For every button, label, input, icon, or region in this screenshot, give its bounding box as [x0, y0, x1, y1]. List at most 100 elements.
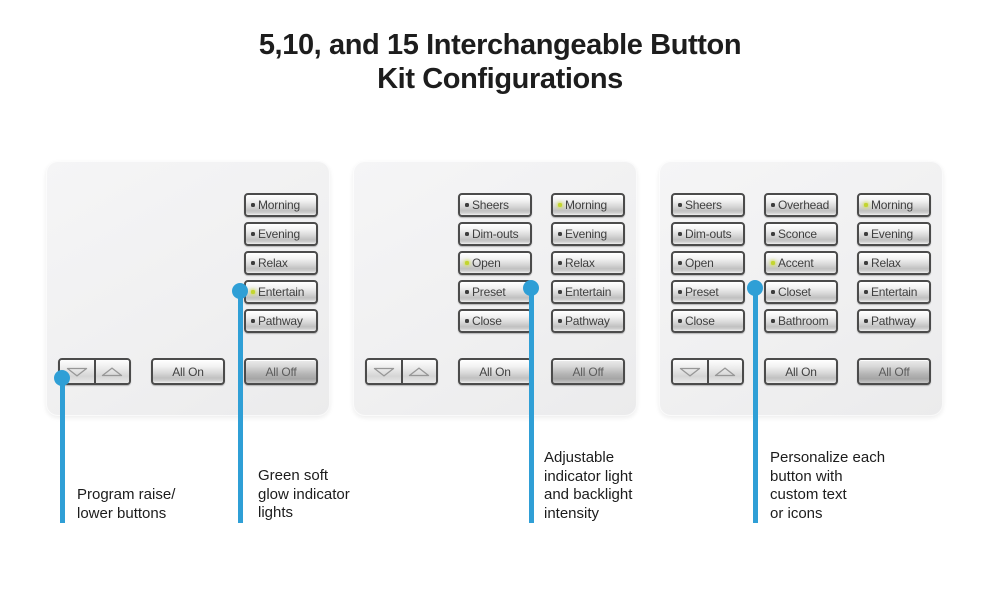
all-on-button[interactable]: All On	[151, 358, 225, 385]
scene-button-sheers[interactable]: Sheers	[458, 193, 532, 217]
raise-button[interactable]	[95, 360, 129, 383]
callout-label-line: custom text	[770, 486, 847, 503]
callout-label-line: Adjustable	[544, 449, 615, 466]
indicator-light	[465, 203, 469, 207]
button-label: Evening	[565, 227, 607, 241]
scene-button-dim-outs[interactable]: Dim-outs	[458, 222, 532, 246]
all-on-button[interactable]: All On	[764, 358, 838, 385]
all-on-button[interactable]: All On	[458, 358, 532, 385]
button-label: Accent	[778, 256, 814, 270]
scene-button-closet[interactable]: Closet	[764, 280, 838, 304]
indicator-light	[465, 319, 469, 323]
all-off-button[interactable]: All Off	[244, 358, 318, 385]
callout-line-personalize	[753, 288, 758, 523]
scene-button-evening[interactable]: Evening	[551, 222, 625, 246]
callout-label-line: or icons	[770, 504, 823, 522]
scene-button-dim-outs[interactable]: Dim-outs	[671, 222, 745, 246]
button-label: Overhead	[778, 198, 830, 212]
callout-label-line: button with	[770, 467, 843, 485]
scene-button-morning[interactable]: Morning	[857, 193, 931, 217]
scene-button-relax[interactable]: Relax	[857, 251, 931, 275]
chevron-up-icon	[102, 366, 123, 376]
button-label: Pathway	[565, 314, 610, 328]
scene-button-morning[interactable]: Morning	[244, 193, 318, 217]
scene-button-open[interactable]: Open	[458, 251, 532, 275]
scene-button-open[interactable]: Open	[671, 251, 745, 275]
indicator-light	[864, 319, 868, 323]
button-label: Entertain	[565, 285, 612, 299]
scene-button-relax[interactable]: Relax	[551, 251, 625, 275]
scene-button-close[interactable]: Close	[671, 309, 745, 333]
callout-label-line: Green soft	[258, 467, 329, 484]
indicator-light	[864, 232, 868, 236]
scene-button-bathroom[interactable]: Bathroom	[764, 309, 838, 333]
indicator-light	[558, 261, 562, 265]
callout-line-raise-lower	[60, 378, 65, 523]
scene-button-evening[interactable]: Evening	[857, 222, 931, 246]
callout-label-line: intensity	[544, 504, 600, 522]
indicator-light	[251, 290, 255, 294]
indicator-light	[678, 319, 682, 323]
all-off-button[interactable]: All Off	[857, 358, 931, 385]
button-label: Sconce	[778, 227, 817, 241]
indicator-light	[251, 232, 255, 236]
scene-button-preset[interactable]: Preset	[671, 280, 745, 304]
indicator-light	[465, 290, 469, 294]
callout-line-indicator-lights	[238, 291, 243, 523]
button-label: Evening	[871, 227, 913, 241]
button-label: Dim-outs	[685, 227, 732, 241]
scene-button-sconce[interactable]: Sconce	[764, 222, 838, 246]
button-label: Dim-outs	[472, 227, 519, 241]
scene-button-accent[interactable]: Accent	[764, 251, 838, 275]
indicator-light	[678, 261, 682, 265]
scene-button-entertain[interactable]: Entertain	[551, 280, 625, 304]
button-label: Pathway	[258, 314, 303, 328]
chevron-down-icon	[373, 367, 394, 377]
scene-button-pathway[interactable]: Pathway	[244, 309, 318, 333]
all-off-button[interactable]: All Off	[551, 358, 625, 385]
scene-button-overhead[interactable]: Overhead	[764, 193, 838, 217]
scene-button-pathway[interactable]: Pathway	[551, 309, 625, 333]
scene-button-entertain[interactable]: Entertain	[857, 280, 931, 304]
indicator-light	[251, 319, 255, 323]
button-label: Entertain	[258, 285, 305, 299]
raise-button[interactable]	[708, 360, 742, 383]
button-label: Relax	[258, 256, 288, 270]
callout-label-line: indicator light	[544, 467, 633, 485]
callout-label-line: and backlight	[544, 486, 633, 503]
chevron-down-icon	[66, 367, 87, 377]
callout-label-line: lights	[258, 504, 294, 521]
scene-button-pathway[interactable]: Pathway	[857, 309, 931, 333]
indicator-light	[558, 319, 562, 323]
scene-button-sheers[interactable]: Sheers	[671, 193, 745, 217]
scene-button-relax[interactable]: Relax	[244, 251, 318, 275]
indicator-light	[771, 232, 775, 236]
callout-label-line: Program raise/	[77, 486, 176, 503]
raise-lower-cluster	[671, 358, 744, 385]
chevron-up-icon	[715, 366, 736, 376]
indicator-light	[864, 261, 868, 265]
raise-button[interactable]	[402, 360, 436, 383]
callout-label-line: glow indicator	[258, 485, 350, 503]
scene-button-preset[interactable]: Preset	[458, 280, 532, 304]
button-label: Sheers	[472, 198, 509, 212]
indicator-light	[558, 290, 562, 294]
indicator-light	[251, 203, 255, 207]
lower-button[interactable]	[673, 360, 709, 383]
indicator-light	[771, 290, 775, 294]
scene-button-morning[interactable]: Morning	[551, 193, 625, 217]
scene-button-close[interactable]: Close	[458, 309, 532, 333]
indicator-light	[864, 203, 868, 207]
scene-button-entertain[interactable]: Entertain	[244, 280, 318, 304]
lower-button[interactable]	[367, 360, 403, 383]
indicator-light	[558, 232, 562, 236]
scene-button-evening[interactable]: Evening	[244, 222, 318, 246]
